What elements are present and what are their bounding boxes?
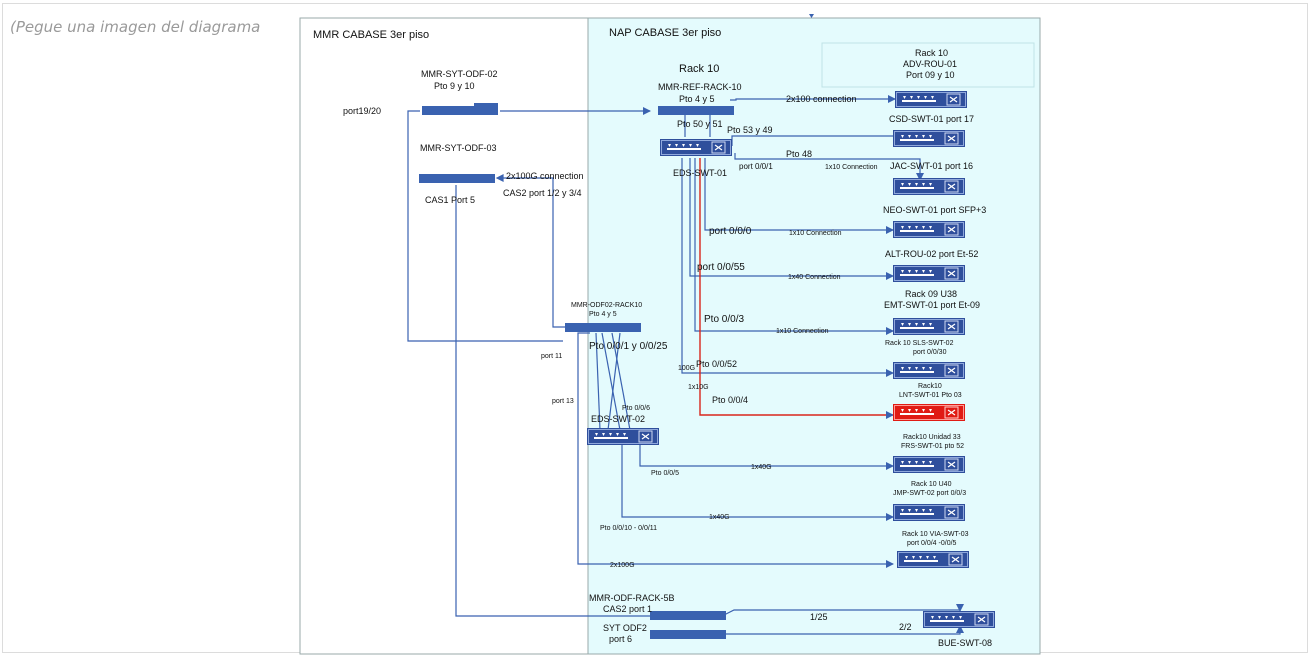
label-pto5349: Pto 53 y 49 [727, 125, 773, 135]
zone-nap [587, 17, 1041, 655]
switch-emt-swt-01 [892, 317, 966, 336]
adv-rou-box [821, 42, 1035, 88]
label-1x40g-a: 1x40G [751, 464, 772, 471]
label-port11: port 11 [541, 353, 562, 360]
label-port1920: port19/20 [343, 106, 381, 116]
label-2-2: 2/2 [899, 622, 912, 632]
label-port000: port 0/0/0 [709, 226, 752, 237]
label-mmr-ref-port: Pto 4 y 5 [679, 94, 715, 104]
label-csd: CSD-SWT-01 port 17 [889, 114, 974, 124]
label-1x10g: 1x10G [688, 384, 709, 391]
switch-eds-swt-01 [659, 138, 733, 157]
panel-mmr-syt-odf-02 [422, 106, 498, 115]
panel-mmr-odf02-rack10 [565, 323, 641, 332]
label-via-2: port 0/0/4 -0/0/5 [907, 540, 957, 547]
label-bue-swt-08: BUE-SWT-08 [938, 638, 992, 648]
label-port0055: port 0/0/55 [697, 262, 745, 273]
label-jmp-2: JMP-SWT-02 port 0/0/3 [893, 490, 966, 497]
label-odf-rack-5b: MMR-ODF-RACK-5B [589, 593, 675, 603]
label-2x100-connection: 2x100 connection [786, 94, 857, 104]
label-port001: port 0/0/1 [739, 162, 773, 171]
switch-adv-rou-01 [894, 90, 968, 109]
label-pto5051: Pto 50 y 51 [677, 119, 723, 129]
label-2x100g: 2x100G [610, 562, 635, 569]
image-placeholder-text: (Pegue una imagen del diagrama [10, 18, 261, 36]
label-odf02-rack10-port: Pto 4 y 5 [589, 311, 617, 318]
label-sls-1: Rack 10 SLS-SWT-02 [885, 340, 954, 347]
links [407, 95, 964, 635]
panel-syt-odf2 [650, 630, 726, 639]
zone-nap-title: NAP CABASE 3er piso [609, 27, 721, 39]
label-pto48: Pto 48 [786, 149, 812, 159]
label-cas1-port: CAS1 Port 5 [425, 195, 475, 205]
switch-jmp-swt-02 [892, 503, 966, 522]
label-adv-1: Rack 10 [915, 48, 948, 58]
label-mmr-odf02-port: Pto 9 y 10 [434, 81, 475, 91]
label-frs-1: Rack10 Unidad 33 [903, 434, 961, 441]
label-mmr-odf02: MMR-SYT-ODF-02 [421, 69, 498, 79]
label-1x10-c: 1x10 Connection [776, 328, 829, 335]
arrow-left-icon [495, 174, 504, 182]
label-odf-rack-5b-port: CAS2 port 1 [603, 604, 652, 614]
label-pto0010: Pto 0/0/10 - 0/0/11 [600, 525, 657, 532]
label-2x100g-connection: 2x100G connection [506, 171, 584, 181]
zone-mmr-title: MMR CABASE 3er piso [313, 29, 429, 41]
label-1-25: 1/25 [810, 612, 828, 622]
label-lnt-2: LNT-SWT-01 Pto 03 [899, 392, 962, 399]
label-rack10: Rack 10 [679, 63, 719, 75]
switch-lnt-swt-01 [892, 403, 966, 422]
switch-csd-swt-01 [892, 129, 966, 148]
label-syt-odf2-port: port 6 [609, 634, 632, 644]
zone-mmr [299, 17, 589, 655]
label-via-1: Rack 10 VIA-SWT-03 [902, 531, 969, 538]
label-jac: JAC-SWT-01 port 16 [890, 161, 973, 171]
label-eds-swt-01: EDS-SWT-01 [673, 168, 727, 178]
red-link [699, 158, 894, 419]
panel-mmr-ref-rack-10 [658, 106, 734, 115]
label-pto003: Pto 0/0/3 [704, 314, 744, 325]
label-1x40: 1x40 Connection [788, 274, 841, 281]
switch-eds-swt-02 [586, 427, 660, 446]
label-pto0052: Pto 0/0/52 [696, 359, 737, 369]
switch-bue-swt-08 [922, 610, 996, 629]
label-odf02-rack10: MMR-ODF02-RACK10 [571, 302, 642, 309]
switch-frs-swt-01 [892, 455, 966, 474]
label-pto004: Pto 0/0/4 [712, 395, 748, 405]
top-marker-icon [809, 14, 814, 18]
panel-mmr-syt-odf-03 [419, 174, 495, 183]
label-1x40g-b: 1x40G [709, 514, 730, 521]
label-syt-odf2: SYT ODF2 [603, 623, 647, 633]
label-emt-1: Rack 09 U38 [905, 289, 957, 299]
switch-jac-swt-01 [892, 177, 966, 196]
label-jmp-1: Rack 10 U40 [911, 481, 952, 488]
switch-neo-swt-01 [892, 220, 966, 239]
label-lnt-1: Rack10 [918, 383, 942, 390]
label-port13: port 13 [552, 398, 574, 405]
label-adv-3: Port 09 y 10 [906, 70, 955, 80]
label-cas2-port: CAS2 port 1/2 y 3/4 [503, 188, 582, 198]
patch-panels [419, 103, 734, 639]
label-pto006: Pto 0/0/6 [622, 405, 650, 412]
label-mmr-odf03: MMR-SYT-ODF-03 [420, 143, 497, 153]
label-1x10-a: 1x10 Connection [825, 164, 878, 171]
label-sls-2: port 0/0/30 [913, 349, 947, 356]
label-pto001-0025: Pto 0/0/1 y 0/0/25 [589, 341, 668, 352]
label-emt-2: EMT-SWT-01 port Et-09 [884, 300, 980, 310]
label-adv-2: ADV-ROU-01 [903, 59, 957, 69]
switch-via-swt-03 [896, 550, 970, 569]
label-mmr-ref: MMR-REF-RACK-10 [658, 82, 742, 92]
label-pto005: Pto 0/0/5 [651, 470, 679, 477]
panel-mmr-odf-rack-5b [650, 611, 726, 620]
label-1x10-b: 1x10 Connection [789, 230, 842, 237]
label-frs-2: FRS-SWT-01 pto 52 [901, 443, 964, 450]
switch-alt-rou-02 [892, 264, 966, 283]
label-alt: ALT-ROU-02 port Et-52 [885, 249, 978, 259]
label-eds-swt-02: EDS-SWT-02 [591, 414, 645, 424]
label-neo: NEO-SWT-01 port SFP+3 [883, 205, 986, 215]
label-100g: 100G [678, 365, 695, 372]
switch-sls-swt-02 [892, 361, 966, 380]
